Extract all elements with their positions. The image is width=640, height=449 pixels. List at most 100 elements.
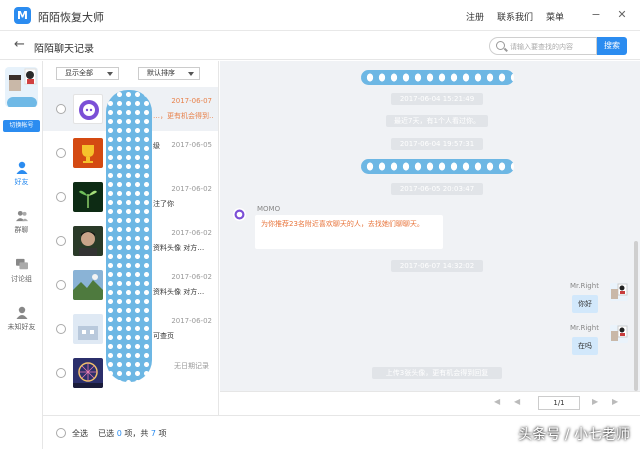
list-item[interactable]: 2017-06-02 资料头像 对方… (43, 263, 218, 307)
nav-label-unknown-friend: 未知好友 (7, 323, 36, 331)
sort-filter-label: 默认排序 (147, 69, 175, 77)
chat-scrollbar[interactable] (634, 241, 638, 391)
footer-bar: 全选 已选 0 项，共 7 项 头条号 / 小七老师 (43, 415, 640, 449)
switch-account-button[interactable]: 切换帐号 (3, 120, 40, 132)
register-link[interactable]: 注册 (466, 13, 485, 23)
prev-page-icon[interactable]: ◀ (514, 397, 521, 406)
show-filter-label: 显示全部 (65, 69, 93, 77)
last-page-icon[interactable]: ▶ (612, 397, 619, 406)
plant-image-icon (73, 182, 103, 212)
pagination: ◀ ◀ 1/1 ▶ ▶ (220, 391, 640, 415)
nav-label-friends: 好友 (14, 178, 29, 186)
avatar[interactable] (5, 67, 38, 107)
row-date: 2017-06-02 (171, 229, 212, 237)
nav-item-discussion[interactable]: 讨论组 (0, 258, 43, 294)
search-input[interactable] (510, 40, 594, 53)
message-bubble: 你好 (572, 295, 598, 313)
row-date: 2017-06-02 (171, 317, 212, 325)
list-item[interactable]: 无日期记录 (43, 351, 218, 395)
selected-mid: 项，共 (124, 429, 149, 438)
building-photo-icon (73, 314, 103, 344)
momo-logo-icon (73, 94, 103, 124)
nav-item-group-chat[interactable]: 群聊 (0, 209, 43, 245)
search-button[interactable]: 搜索 (597, 37, 627, 55)
next-page-icon[interactable]: ▶ (592, 397, 599, 406)
row-radio[interactable] (56, 368, 66, 378)
blurred-message (361, 70, 514, 85)
sort-filter-select[interactable]: 默认排序 (138, 67, 200, 80)
list-item[interactable]: 2017-06-02 可查页 (43, 307, 218, 351)
discussion-icon (15, 258, 28, 270)
nav-label-discussion: 讨论组 (11, 275, 32, 283)
title-bar: M 陌陌恢复大师 注册 联系我们 菜单 − ✕ (0, 0, 640, 31)
nav-item-unknown-friend[interactable]: 未知好友 (0, 306, 43, 342)
selected-count: 0 (116, 429, 122, 438)
page-title: 陌陌聊天记录 (34, 44, 94, 55)
page-indicator[interactable]: 1/1 (538, 396, 580, 410)
nav-label-group-chat: 群聊 (14, 226, 29, 234)
ferris-wheel-photo-icon (73, 358, 103, 388)
person-icon (16, 161, 27, 174)
first-page-icon[interactable]: ◀ (494, 397, 501, 406)
blurred-names-overlay (106, 90, 152, 382)
chevron-down-icon (188, 72, 194, 76)
list-item[interactable]: 2017-06-05 级 (43, 131, 218, 175)
trophy-icon (73, 138, 103, 168)
row-preview: 注了你 (153, 200, 174, 208)
select-all-radio[interactable] (56, 428, 66, 438)
contact-link[interactable]: 联系我们 (497, 13, 534, 23)
user-avatar-icon (610, 283, 628, 301)
system-notice: 上传3张头像，更有机会得到回复 (372, 367, 502, 379)
row-radio[interactable] (56, 236, 66, 246)
unknown-friend-icon (16, 306, 27, 319)
momo-avatar-icon (233, 208, 246, 221)
sender-name: MOMO (257, 205, 281, 213)
system-notice: 最近7天，有1个人看过你。 (386, 115, 488, 127)
blurred-nickname (7, 97, 37, 107)
system-timestamp: 2017-06-04 19:57:31 (391, 138, 483, 150)
row-radio[interactable] (56, 148, 66, 158)
left-nav: 切换帐号 好友 群聊 讨论组 未知好友 (0, 61, 43, 449)
row-radio[interactable] (56, 104, 66, 114)
minimize-icon[interactable]: − (591, 8, 601, 21)
row-preview: 可查页 (153, 332, 174, 340)
row-date: 2017-06-02 (171, 273, 212, 281)
avatar-image-icon (9, 68, 37, 91)
watermark: 头条号 / 小七老师 (518, 427, 630, 443)
row-radio[interactable] (56, 280, 66, 290)
blurred-message (361, 159, 514, 174)
list-item[interactable]: 2017-06-02 注了你 (43, 175, 218, 219)
row-preview: 级 (153, 142, 160, 150)
app-title: 陌陌恢复大师 (38, 11, 104, 24)
row-date: 2017-06-07 (171, 97, 212, 105)
total-count: 7 (150, 429, 156, 438)
row-preview: 资料头像 对方… (153, 288, 205, 296)
selection-summary: 全选 已选 0 项，共 7 项 (72, 428, 167, 439)
nav-item-friends[interactable]: 好友 (0, 161, 43, 197)
row-preview: 资料头像 对方… (153, 244, 205, 252)
row-radio[interactable] (56, 192, 66, 202)
row-date: 2017-06-02 (171, 185, 212, 193)
landscape-photo-icon (73, 270, 103, 300)
chevron-down-icon (107, 72, 113, 76)
row-preview: …，更有机会得到… (153, 112, 213, 120)
system-timestamp: 2017-06-04 15:21:49 (391, 93, 483, 105)
group-icon (15, 210, 28, 222)
user-avatar-icon (610, 325, 628, 343)
search-icon (496, 41, 505, 50)
page-header: ← 陌陌聊天记录 搜索 (0, 31, 640, 60)
show-filter-select[interactable]: 显示全部 (56, 67, 119, 80)
menu-link[interactable]: 菜单 (546, 13, 565, 23)
system-timestamp: 2017-06-05 20:03:47 (391, 183, 483, 195)
row-radio[interactable] (56, 324, 66, 334)
chat-panel: 2017-06-04 15:21:49 最近7天，有1个人看过你。 2017-0… (220, 61, 640, 391)
list-item[interactable]: 2017-06-02 资料头像 对方… (43, 219, 218, 263)
select-all-label[interactable]: 全选 (72, 429, 88, 438)
close-icon[interactable]: ✕ (617, 8, 627, 21)
app-logo-icon: M (14, 7, 31, 24)
search-box (489, 37, 597, 55)
message-bubble: 为你推荐23名附近喜欢聊天的人，去找她们聊聊天。 (255, 215, 443, 249)
back-arrow-icon[interactable]: ← (14, 37, 25, 52)
message-bubble: 在吗 (572, 337, 598, 355)
